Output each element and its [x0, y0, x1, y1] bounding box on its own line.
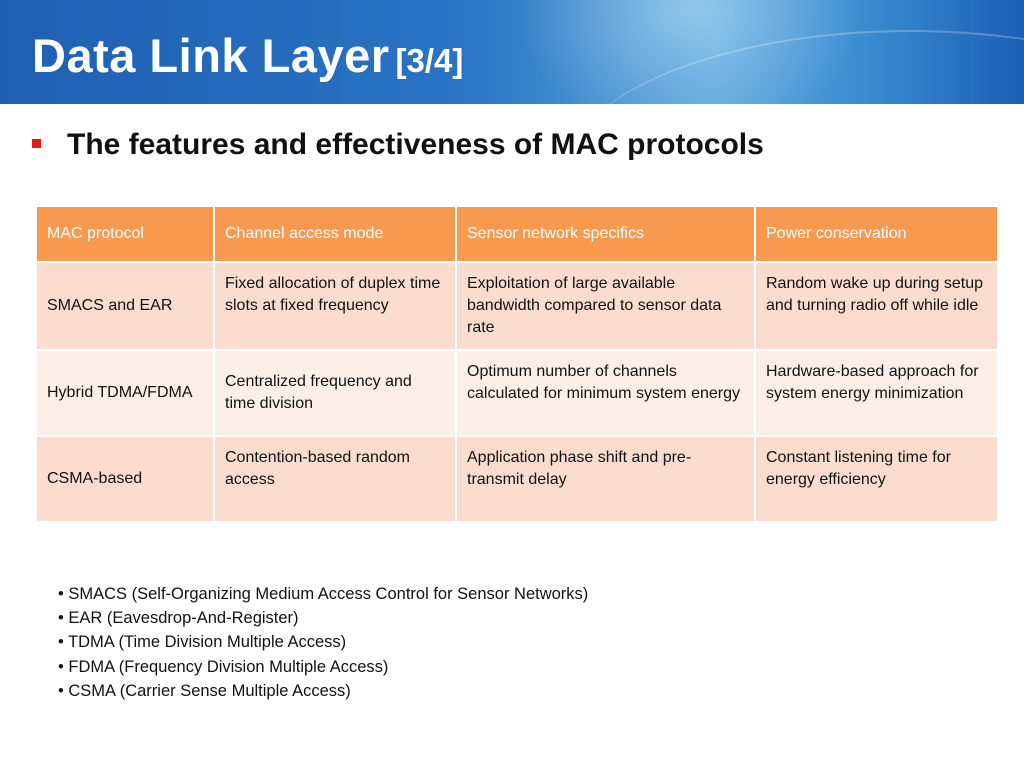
- abbreviation-item: • EAR (Eavesdrop-And-Register): [58, 609, 299, 628]
- abbreviations-list: • SMACS (Self-Organizing Medium Access C…: [58, 582, 588, 703]
- table-cell: Fixed allocation of duplex time slots at…: [213, 261, 457, 351]
- table-row: SMACS and EAR Fixed allocation of duplex…: [35, 261, 999, 351]
- title-banner: Data Link Layer[3/4]: [0, 0, 1024, 104]
- column-header-channel-access-mode: Channel access mode: [213, 205, 457, 263]
- abbreviation-item: • TDMA (Time Division Multiple Access): [58, 633, 347, 652]
- table-cell: Application phase shift and pre-transmit…: [455, 435, 756, 523]
- bullet-heading: The features and effectiveness of MAC pr…: [67, 128, 764, 161]
- table-cell: Contention-based random access: [213, 435, 457, 523]
- table-cell: Hybrid TDMA/FDMA: [35, 349, 215, 437]
- slide-title: Data Link Layer[3/4]: [32, 28, 463, 83]
- red-square-bullet-icon: [32, 138, 41, 148]
- table-cell: Random wake up during setup and turning …: [754, 261, 999, 351]
- abbreviation-item: • SMACS (Self-Organizing Medium Access C…: [58, 585, 589, 603]
- table-cell: Exploitation of large available bandwidt…: [455, 261, 756, 351]
- table-row: Hybrid TDMA/FDMA Centralized frequency a…: [35, 349, 999, 437]
- column-header-power-conservation: Power conservation: [754, 205, 999, 263]
- table-header-row: MAC protocol Channel access mode Sensor …: [35, 205, 999, 263]
- table-cell: Hardware-based approach for system energ…: [754, 349, 999, 437]
- bullet-point: The features and effectiveness of MAC pr…: [32, 128, 764, 162]
- column-header-sensor-network-specifics: Sensor network specifics: [455, 205, 756, 263]
- abbreviation-item: • FDMA (Frequency Division Multiple Acce…: [58, 657, 389, 676]
- mac-protocols-table: MAC protocol Channel access mode Sensor …: [35, 205, 999, 523]
- table-cell: Optimum number of channels calculated fo…: [455, 349, 756, 437]
- slide-title-page-indicator: [3/4]: [395, 42, 464, 79]
- slide-title-main: Data Link Layer: [32, 29, 390, 82]
- table-cell: CSMA-based: [35, 435, 215, 523]
- column-header-mac-protocol: MAC protocol: [35, 205, 215, 263]
- table-row: CSMA-based Contention-based random acces…: [35, 435, 999, 523]
- table-cell: Constant listening time for energy effic…: [754, 435, 999, 523]
- abbreviation-item: • CSMA (Carrier Sense Multiple Access): [58, 681, 351, 700]
- table-cell: SMACS and EAR: [35, 261, 215, 351]
- table-cell: Centralized frequency and time division: [213, 349, 457, 437]
